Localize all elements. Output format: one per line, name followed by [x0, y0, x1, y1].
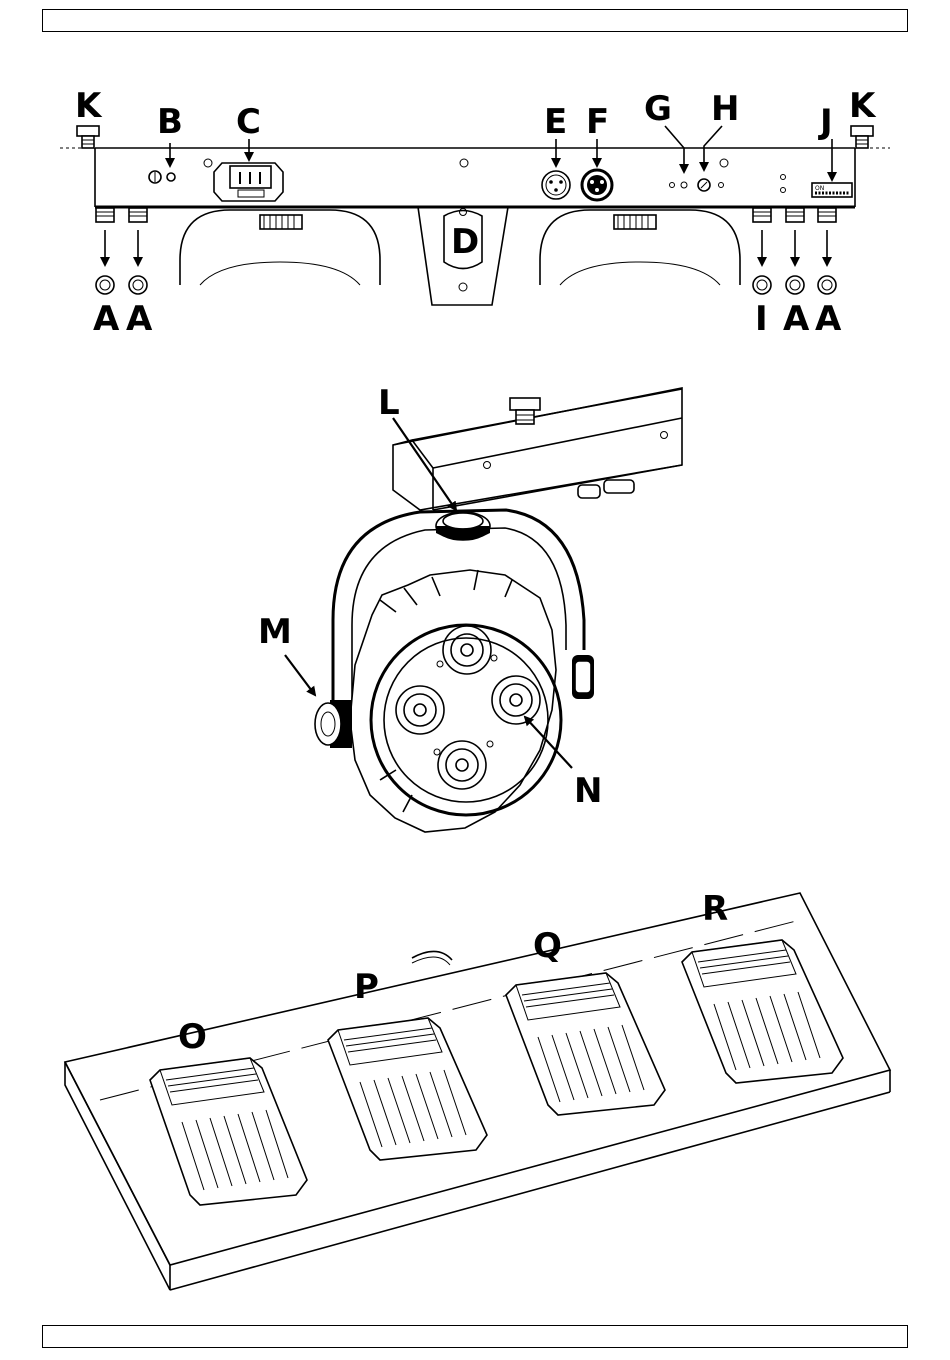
- mounting-bolt-left: [77, 126, 99, 148]
- microphone: [149, 171, 175, 183]
- label-o: O: [178, 1017, 207, 1057]
- label-j: J: [818, 102, 833, 142]
- label-n: N: [574, 771, 602, 811]
- rear-panel-diagram: ON: [60, 86, 890, 339]
- mounting-bolt-right: [851, 126, 873, 148]
- label-c: C: [236, 102, 261, 142]
- dmx-output-connector: [582, 170, 612, 200]
- label-f: F: [586, 102, 609, 142]
- par-fixture-diagram: L M N: [258, 383, 682, 832]
- tilt-knob-top: [436, 512, 490, 541]
- label-r: R: [702, 889, 728, 929]
- side-knob-right: [572, 655, 594, 699]
- tilt-knob-side: [315, 700, 352, 748]
- label-m: M: [258, 612, 292, 652]
- label-a-3: A: [783, 299, 810, 339]
- dmx-input-connector: [542, 171, 570, 199]
- dip-switch: ON: [812, 183, 852, 197]
- label-k-right: K: [849, 86, 877, 126]
- label-b: B: [157, 102, 183, 142]
- label-e: E: [544, 102, 567, 142]
- indicator-led: [670, 183, 675, 188]
- label-l: L: [378, 383, 400, 423]
- label-q: Q: [533, 926, 562, 966]
- label-k-left: K: [75, 86, 103, 126]
- fixture-housing: [350, 570, 561, 832]
- dip-switch-label: ON: [815, 185, 824, 192]
- label-a-1: A: [93, 299, 120, 339]
- label-a-4: A: [815, 299, 842, 339]
- footswitch-diagram: O P Q R: [65, 889, 890, 1290]
- label-g: G: [644, 89, 672, 129]
- label-h: H: [711, 89, 739, 129]
- sensitivity-knob: [681, 182, 687, 188]
- label-p: P: [354, 967, 379, 1007]
- label-i: I: [755, 299, 768, 339]
- power-inlet: [214, 163, 283, 201]
- label-d: D: [451, 222, 479, 262]
- label-a-2: A: [126, 299, 153, 339]
